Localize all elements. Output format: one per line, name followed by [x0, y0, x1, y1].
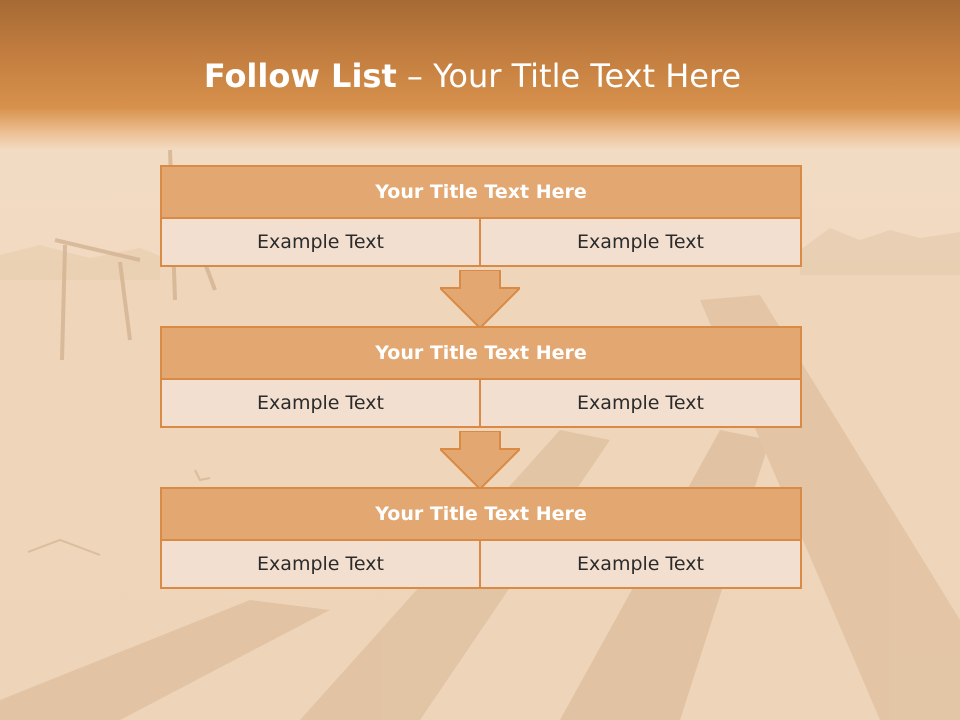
step-box-1: Your Title Text Here Example Text Exampl…	[160, 165, 802, 267]
title-main: Follow List	[203, 57, 397, 95]
step-row: Example Text Example Text	[160, 541, 802, 589]
title-subtitle: – Your Title Text Here	[396, 57, 742, 95]
step-title: Your Title Text Here	[160, 326, 802, 380]
step-title: Your Title Text Here	[160, 487, 802, 541]
step-row: Example Text Example Text	[160, 219, 802, 267]
slide-title: Follow List – Your Title Text Here	[0, 56, 945, 96]
step-cell-left: Example Text	[160, 380, 481, 428]
step-cell-right: Example Text	[481, 541, 802, 589]
step-row: Example Text Example Text	[160, 380, 802, 428]
step-cell-left: Example Text	[160, 219, 481, 267]
down-arrow-icon	[440, 431, 520, 491]
down-arrow-icon	[440, 270, 520, 330]
header-band	[0, 0, 960, 150]
step-cell-left: Example Text	[160, 541, 481, 589]
step-cell-right: Example Text	[481, 219, 802, 267]
step-box-2: Your Title Text Here Example Text Exampl…	[160, 326, 802, 428]
step-title: Your Title Text Here	[160, 165, 802, 219]
step-cell-right: Example Text	[481, 380, 802, 428]
step-box-3: Your Title Text Here Example Text Exampl…	[160, 487, 802, 589]
